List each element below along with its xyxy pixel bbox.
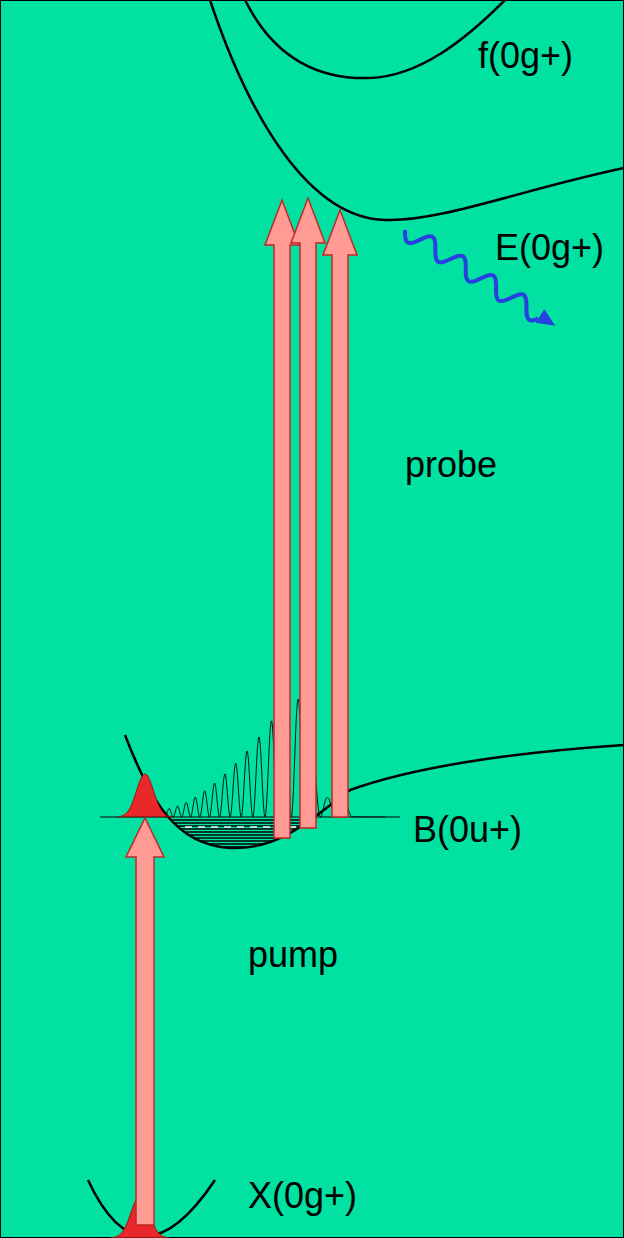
state-label: B(0u+) bbox=[413, 812, 522, 848]
fluorescence-arrowhead bbox=[536, 309, 555, 325]
vibrational-level bbox=[120, 831, 360, 832]
vibrational-level bbox=[120, 819, 360, 820]
state-label: f(0g+) bbox=[478, 38, 573, 74]
vibrational-level bbox=[120, 822, 360, 823]
probe-arrow bbox=[323, 210, 357, 817]
process-label: probe bbox=[405, 447, 497, 483]
vibrational-level bbox=[120, 837, 360, 838]
e-state-curve bbox=[210, 0, 624, 220]
pump-arrow bbox=[126, 818, 164, 1225]
excited-wavepacket bbox=[118, 774, 172, 817]
probe-arrow bbox=[291, 198, 325, 828]
process-label: pump bbox=[248, 937, 338, 973]
state-label: E(0g+) bbox=[495, 230, 604, 266]
b-state-curve bbox=[125, 735, 624, 848]
vibrational-level bbox=[120, 825, 360, 826]
vibrational-level bbox=[120, 828, 360, 829]
vibrational-level bbox=[120, 834, 360, 835]
probe-arrow bbox=[265, 200, 299, 838]
f-state-curve bbox=[245, 0, 505, 78]
state-label: X(0g+) bbox=[248, 1178, 357, 1214]
